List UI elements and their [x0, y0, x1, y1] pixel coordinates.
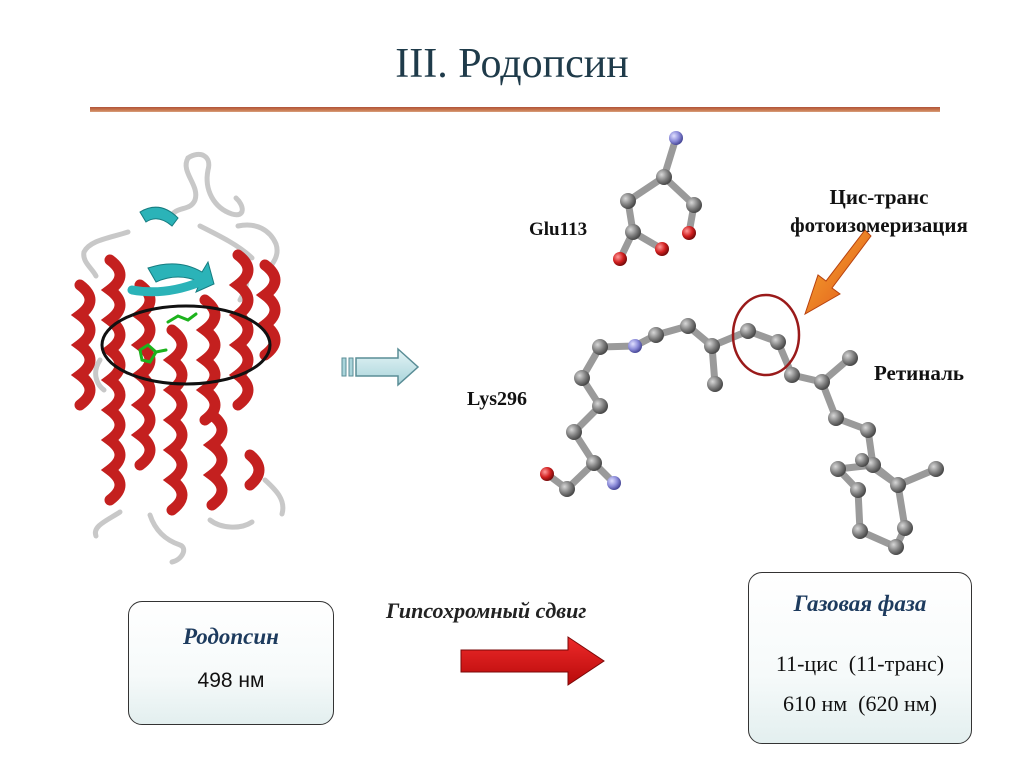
gas-phase-line1: 11-цис (11-транс) [775, 651, 945, 676]
retinal-chromophore [138, 312, 198, 364]
beta-sheets [127, 206, 215, 297]
title-divider [90, 107, 940, 112]
lys296-label: Lys296 [467, 388, 528, 410]
page-title: III. Родопсин [395, 41, 629, 87]
alpha-helices [70, 249, 281, 516]
glu113-label: Glu113 [529, 219, 588, 240]
ball-and-stick-model [540, 131, 944, 555]
isomerization-label-line1: Цис-транс [829, 185, 929, 209]
atoms [540, 131, 944, 555]
isomerization-arrow [804, 229, 872, 316]
isomerization-circle [731, 293, 801, 377]
isomerization-label-line2: фотоизомеризация [790, 213, 968, 237]
gas-phase-box-title: Газовая фаза [793, 591, 927, 616]
rhodopsin-box-title: Родопсин [183, 624, 279, 649]
hypsochromic-shift-arrow [460, 636, 605, 686]
rhodopsin-box-value: 498 нм [197, 669, 265, 692]
hypsochromic-shift-label: Гипсохромный сдвиг [386, 598, 587, 623]
gas-phase-box: Газовая фаза 11-цис (11-транс) 610 нм (6… [748, 572, 972, 744]
rhodopsin-protein-structure [70, 152, 286, 565]
zoom-arrow [341, 347, 420, 387]
gas-phase-line2: 610 нм (620 нм) [782, 691, 938, 716]
isomerization-label: Цис-транс фотоизомеризация [740, 183, 1018, 239]
retinal-label: Ретиналь [874, 361, 964, 385]
rhodopsin-box: Родопсин 498 нм [128, 601, 334, 725]
binding-pocket-ellipse [100, 304, 272, 386]
